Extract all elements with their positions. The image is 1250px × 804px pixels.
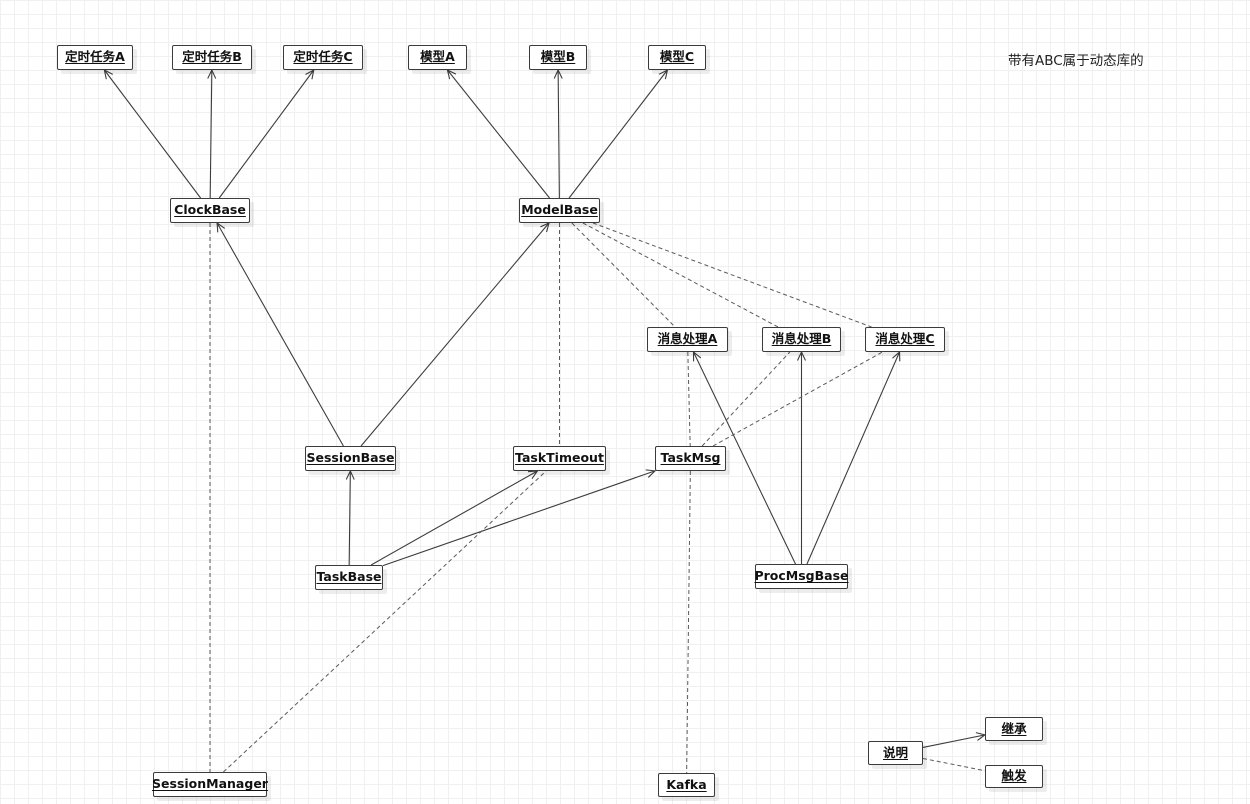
edge-session-manager-task-timeout [223,470,547,773]
edge-proc-msg-base-msg-c [806,350,901,565]
edge-task-base-task-msg [382,469,657,567]
node-session-base[interactable]: SessionBase [305,446,396,471]
dynamic-library-note: 带有ABC属于动态库的 [1008,53,1144,69]
edge-legend-note-legend-trigger [922,757,986,772]
edge-clock-base-task-c [218,68,315,199]
node-label: 消息处理B [771,331,832,347]
node-task-timeout[interactable]: TaskTimeout [513,446,606,471]
node-label: SessionManager [152,776,268,792]
edge-model-base-msg-b [582,222,779,328]
edge-proc-msg-base-msg-a [692,350,796,565]
node-label: TaskBase [316,569,382,585]
edge-model-base-model-b [553,68,563,199]
node-model-c[interactable]: 模型C [648,45,706,70]
node-label: TaskTimeout [515,450,604,466]
edge-model-base-model-a [446,68,550,199]
node-label: 定时任务C [293,49,353,65]
node-legend-inherit[interactable]: 继承 [985,717,1043,741]
node-session-manager[interactable]: SessionManager [152,772,268,797]
node-label: ModelBase [521,202,598,218]
node-task-a[interactable]: 定时任务A [57,45,133,70]
node-model-b[interactable]: 模型B [529,45,587,70]
node-label: 消息处理C [875,331,935,347]
node-msg-c[interactable]: 消息处理C [865,327,945,352]
node-label: 模型A [420,49,455,65]
edge-task-msg-msg-c [712,351,883,447]
node-label: 模型B [540,49,576,65]
node-msg-a[interactable]: 消息处理A [647,327,728,352]
node-proc-msg-base[interactable]: ProcMsgBase [754,564,849,589]
edge-session-base-clock-base [216,221,344,447]
node-label: 说明 [882,744,908,760]
edge-task-msg-kafka [686,470,691,774]
node-label: 触发 [1001,768,1027,784]
edge-task-msg-msg-b [701,351,791,447]
edge-clock-base-task-b [207,68,217,199]
node-task-msg[interactable]: TaskMsg [655,446,726,471]
node-legend-trigger[interactable]: 触发 [985,765,1043,788]
edge-legend-note-legend-inherit [922,732,987,748]
node-label: 继承 [1001,720,1027,736]
edge-session-base-model-base [360,222,550,447]
node-label: 模型C [659,49,695,65]
node-label: Kafka [666,776,707,792]
node-msg-b[interactable]: 消息处理B [762,327,841,352]
edge-msg-a-task-msg [687,351,691,447]
node-label: TaskMsg [660,450,721,466]
node-label: 消息处理A [657,331,718,347]
node-label: ProcMsgBase [754,568,849,584]
edge-model-base-model-c [568,68,669,199]
edge-model-base-msg-a [571,222,676,328]
node-label: 定时任务B [182,49,242,65]
node-model-base[interactable]: ModelBase [519,198,600,223]
node-label: SessionBase [306,450,395,466]
node-label: ClockBase [174,202,246,218]
node-legend-note[interactable]: 说明 [868,741,923,765]
edge-model-base-msg-c [592,222,872,328]
node-kafka[interactable]: Kafka [658,773,715,797]
node-clock-base[interactable]: ClockBase [170,198,250,223]
node-task-c[interactable]: 定时任务C [283,45,363,70]
edge-clock-base-task-a [103,68,202,199]
edge-task-base-task-timeout [370,470,539,566]
node-label: 定时任务A [65,49,125,65]
node-model-a[interactable]: 模型A [408,45,467,70]
edge-task-base-session-base [345,469,355,566]
node-task-b[interactable]: 定时任务B [172,45,252,70]
node-task-base[interactable]: TaskBase [315,565,383,590]
